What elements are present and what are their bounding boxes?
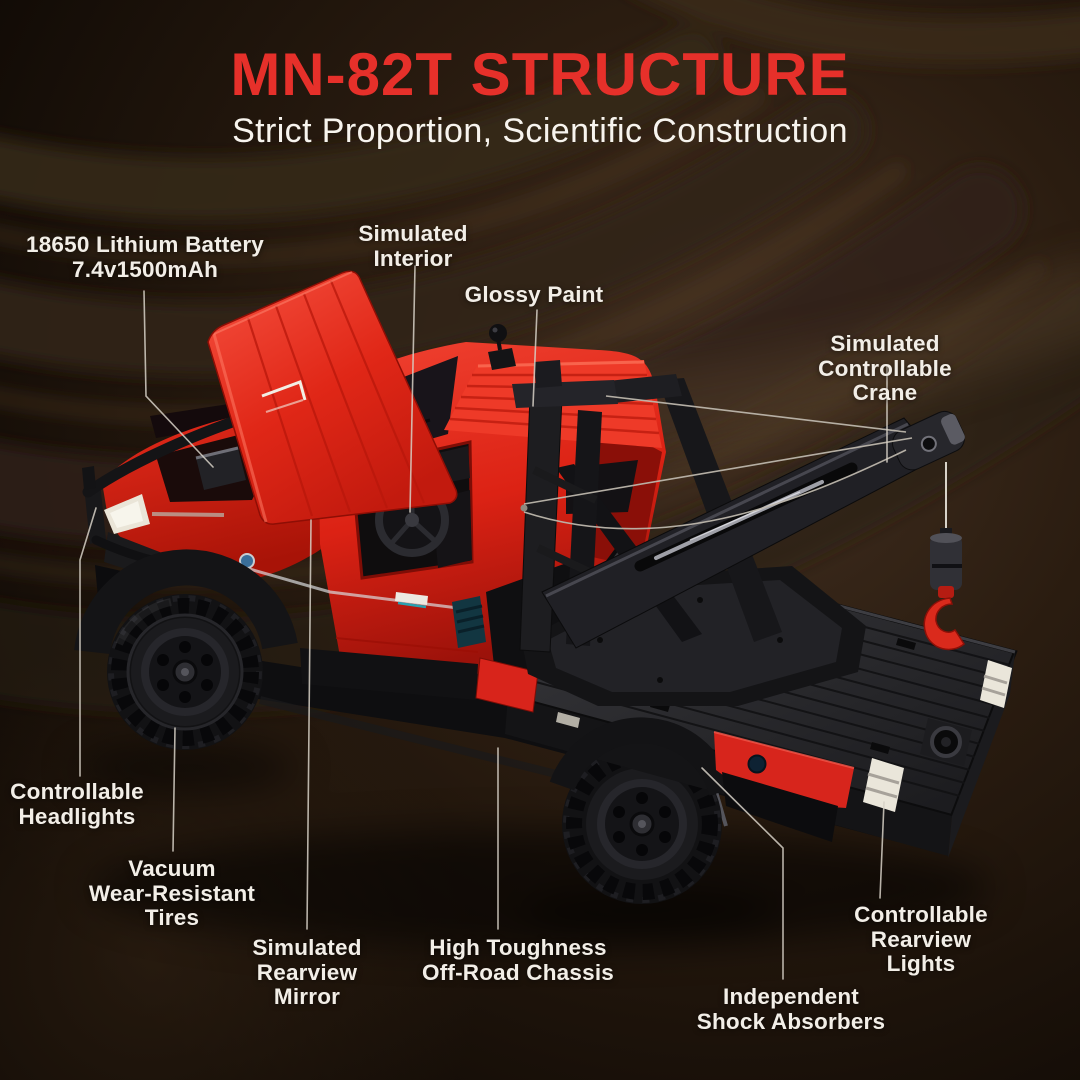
side-marker bbox=[556, 712, 580, 728]
leader-lines bbox=[79, 265, 888, 980]
crane-top-bar bbox=[598, 374, 682, 404]
callout-headlights-label: Controllable Headlights bbox=[10, 779, 144, 829]
battery-box bbox=[196, 448, 246, 490]
callout-mirror-label: Simulated Rearview Mirror bbox=[252, 935, 362, 1009]
crane-cables bbox=[523, 395, 913, 530]
winch-weight bbox=[930, 528, 962, 590]
leader-line-interior bbox=[409, 265, 416, 513]
callout-rearlights-label: Controllable Rearview Lights bbox=[854, 902, 988, 976]
leader-line-rearlights bbox=[879, 801, 885, 899]
front-fender-flare bbox=[74, 549, 298, 655]
crane-mast-cap bbox=[512, 380, 618, 408]
leader-line-tires bbox=[172, 727, 176, 852]
rocker-panel bbox=[300, 648, 478, 700]
tail-lights bbox=[863, 660, 1012, 812]
pillar-vent bbox=[452, 596, 486, 648]
crane bbox=[512, 360, 965, 706]
antenna bbox=[488, 324, 516, 370]
crane-boom bbox=[541, 417, 939, 649]
hood-stiffener bbox=[261, 380, 307, 413]
callout-crane-label: Simulated Controllable Crane bbox=[818, 331, 952, 405]
leader-line-battery bbox=[143, 290, 214, 468]
hood-open bbox=[207, 270, 458, 525]
callout-chassis-label: High Toughness Off-Road Chassis bbox=[422, 935, 614, 985]
front-wheel bbox=[107, 594, 263, 750]
callout-interior-label: Simulated Interior bbox=[358, 221, 468, 271]
callout-shocks-label: Independent Shock Absorbers bbox=[696, 984, 886, 1034]
leader-line-headlights bbox=[79, 507, 97, 777]
rear-fender-flare bbox=[549, 717, 735, 796]
callout-battery-label: 18650 Lithium Battery 7.4v1500mAh bbox=[25, 232, 265, 282]
leader-line-glossy bbox=[532, 309, 538, 407]
door-badge bbox=[395, 592, 428, 609]
page-title: MN-82T STRUCTURE bbox=[230, 41, 850, 108]
callout-glossy-paint-label: Glossy Paint bbox=[464, 282, 604, 307]
page-subtitle: Strict Proportion, Scientific Constructi… bbox=[232, 112, 848, 150]
bed-toolbox bbox=[475, 657, 539, 713]
callout-tires-label: Vacuum Wear-Resistant Tires bbox=[88, 856, 256, 930]
rear-mud-panel bbox=[713, 731, 855, 842]
tow-hitch bbox=[920, 718, 972, 766]
leader-line-mirror bbox=[306, 519, 312, 930]
truck bbox=[74, 270, 1018, 948]
crane-hook bbox=[923, 586, 965, 651]
leader-line-shocks bbox=[701, 767, 784, 980]
ground-shadow bbox=[76, 744, 990, 948]
crane-boom-head bbox=[891, 410, 965, 471]
